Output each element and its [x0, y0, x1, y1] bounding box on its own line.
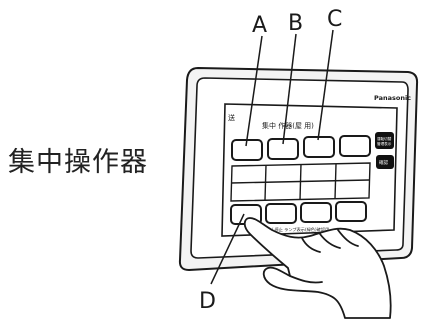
brand-dots: ........ [384, 104, 394, 109]
callout-label-d: D [199, 289, 216, 314]
panel-footer-text: 運転 / 停止 ランプ表示(緑色)確認用 [262, 226, 329, 233]
button-4[interactable] [339, 135, 371, 157]
callout-label-c: C [327, 7, 342, 32]
panel-left-text: 送 [228, 113, 235, 122]
button-c[interactable] [303, 136, 335, 158]
device-name-label: 集中操作器 [8, 147, 148, 178]
panel-title-text: 集中 作器(屋 用) [262, 121, 314, 130]
side-button-mode[interactable] [375, 132, 394, 149]
side-button-mode-label-2: 管理表示 [377, 141, 392, 146]
button-6[interactable] [265, 203, 297, 224]
side-button-mode-label-1: 運転切替 [377, 136, 392, 141]
button-8[interactable] [335, 201, 367, 222]
pointing-hand [243, 217, 392, 319]
button-7[interactable] [300, 202, 332, 223]
callout-lines [210, 29, 334, 285]
brand-label: Panasonic [374, 94, 411, 102]
callout-label-b: B [288, 11, 303, 36]
side-button-confirm[interactable] [376, 155, 394, 169]
side-button-confirm-label: 確認 [379, 159, 388, 166]
callout-label-a: A [252, 13, 267, 38]
indicator-grid [230, 162, 371, 202]
